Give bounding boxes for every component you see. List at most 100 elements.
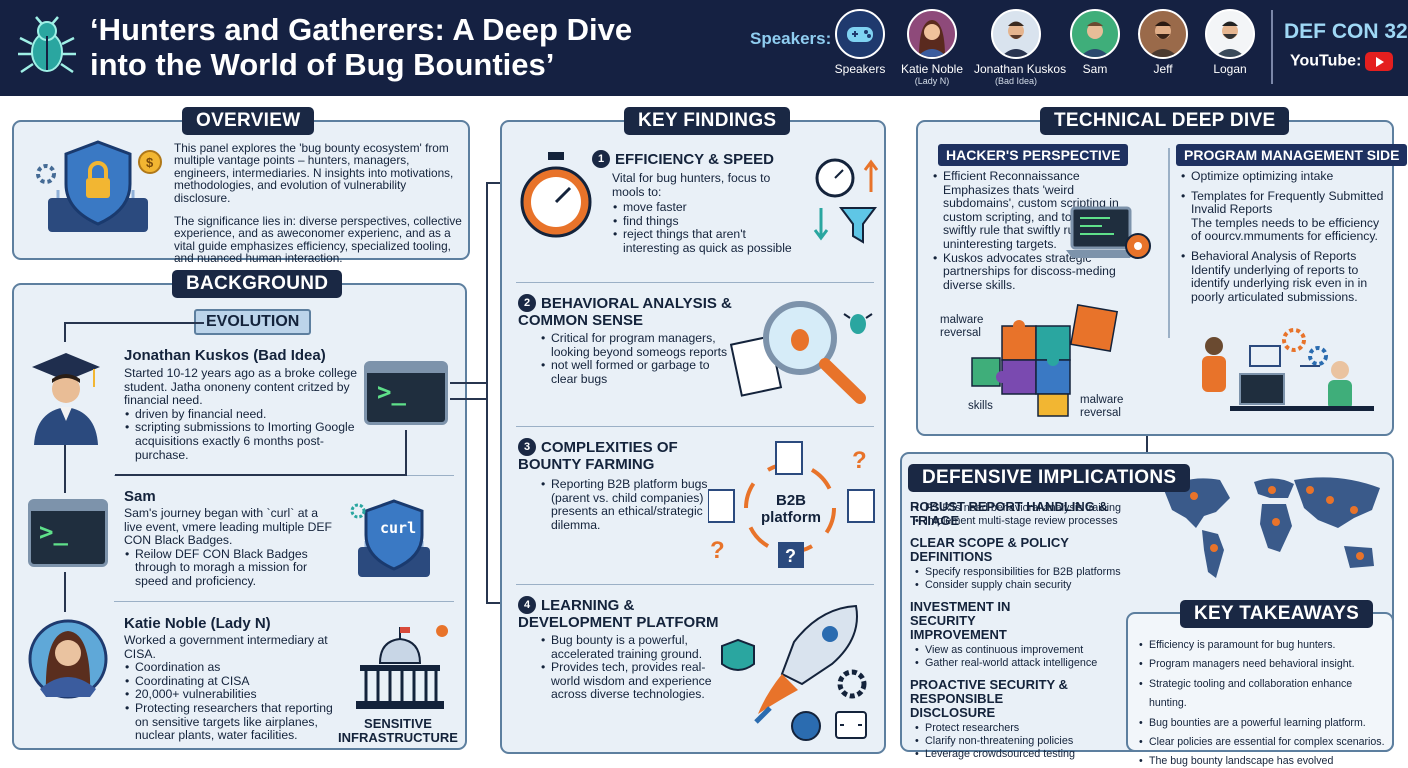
puzzle-label: malware reversal	[940, 314, 984, 339]
team-collaboration-icon	[1190, 326, 1386, 430]
terminal-prompt: >_	[39, 518, 68, 546]
capitol-building-icon	[350, 625, 450, 711]
takeaway-item: Strategic tooling and collaboration enha…	[1138, 675, 1392, 714]
person-name: Jonathan Kuskos (Bad Idea)	[124, 347, 326, 364]
speaker-jeff[interactable]: Jeff	[1121, 9, 1205, 76]
connector	[405, 430, 407, 474]
person-intro: Worked a government intermediary at CISA…	[124, 633, 328, 661]
person-intro: Sam's journey began with `curl` at a liv…	[124, 506, 332, 548]
takeaways-title: KEY TAKEAWAYS	[1180, 600, 1374, 628]
takeaway-item: Clear policies are essential for complex…	[1138, 733, 1392, 753]
background-panel: EVOLUTION Jonathan Kuskos (Bad Idea) Sta…	[12, 283, 467, 750]
person-bio: Worked a government intermediary at CISA…	[124, 633, 342, 743]
pm-item-heading: Optimize optimizing intake	[1191, 169, 1334, 183]
connector	[64, 445, 66, 493]
defensive-bullet: View as continuous improvement	[914, 644, 1142, 657]
overview-panel: $ This panel explores the 'bug bounty ec…	[12, 120, 470, 264]
page-title: ‘Hunters and Gatherers: A Deep Dive into…	[90, 12, 650, 82]
speaker-sam[interactable]: Sam	[1053, 9, 1137, 76]
defensive-bullets: PSIRTs need behavioral analysis training…	[914, 502, 1142, 528]
person-bullet: scripting submissions to Imorting Google…	[124, 421, 364, 462]
title-line-1: ‘Hunters and Gatherers: A Deep Dive	[90, 12, 633, 47]
speaker-alias: (Lady N)	[914, 76, 950, 86]
terminal-prompt: >_	[377, 378, 406, 406]
avatar	[907, 9, 957, 59]
puzzle-icon	[968, 302, 1128, 418]
connector	[64, 572, 66, 612]
avatar	[991, 9, 1041, 59]
event-name: DEF CON 32	[1284, 20, 1408, 43]
divider	[516, 584, 874, 585]
finding-bullet: reject things that aren't interesting as…	[612, 228, 802, 255]
defensive-bullet: Leverage crowdsourced testing	[914, 748, 1142, 761]
person-bullet: 20,000+ vulnerabilities	[124, 688, 342, 702]
speaker-katie[interactable]: Katie Noble (Lady N)	[890, 9, 974, 86]
shield-chip-icon: $	[28, 136, 168, 248]
header-bar: ‘Hunters and Gatherers: A Deep Dive into…	[0, 0, 1408, 96]
speaker-jonathan[interactable]: Jonathan Kuskos (Bad Idea)	[974, 9, 1067, 86]
woman-avatar-icon	[28, 619, 108, 699]
curl-shield-icon: curl	[344, 497, 444, 587]
overview-text: This panel explores the 'bug bounty ecos…	[174, 142, 464, 276]
technical-panel: HACKER'S PERSPECTIVE PROGRAM MANAGEMENT …	[916, 120, 1408, 436]
speaker-alias: (Bad Idea)	[994, 76, 1038, 86]
connector	[486, 182, 488, 602]
b2b-label: B2B platform	[761, 492, 821, 526]
avatar	[1070, 9, 1120, 59]
speaker-name: Speakers	[834, 62, 886, 76]
youtube-link[interactable]: YouTube:	[1290, 52, 1394, 71]
svg-text:?: ?	[785, 546, 796, 566]
finding-bullet: find things	[612, 214, 802, 229]
finding-bullet: Reporting B2B platform bugs (parent vs. …	[540, 477, 708, 532]
person-bio: Sam's journey began with `curl` at a liv…	[124, 506, 338, 589]
divider	[516, 426, 874, 427]
finding-intro: Vital for bug hunters, focus to mools to…	[612, 171, 771, 199]
finding-bullet: move faster	[612, 201, 802, 215]
person-intro: Started 10-12 years ago as a broke colle…	[124, 366, 358, 408]
speaker-name: Jonathan Kuskos	[974, 62, 1067, 76]
speaker-logan[interactable]: Logan	[1188, 9, 1272, 76]
connector	[450, 382, 486, 384]
finding-number: 4	[518, 596, 536, 614]
puzzle-label: malware reversal	[1080, 394, 1124, 419]
laptop-gear-icon	[1066, 204, 1156, 270]
finding-body: Bug bounty is a powerful, accelerated tr…	[540, 633, 712, 702]
defensive-section-title: CLEAR SCOPE & POLICY DEFINITIONS	[910, 535, 1069, 564]
background-title: BACKGROUND	[172, 270, 343, 298]
world-map-icon	[1158, 468, 1388, 588]
rocket-icon	[716, 602, 876, 746]
finding-number: 3	[518, 438, 536, 456]
svg-text:$: $	[146, 155, 154, 170]
finding-body: Critical for program managers, looking b…	[540, 331, 730, 386]
person-bullet: Reilow DEF CON Black Badges through to m…	[124, 547, 338, 589]
finding-number: 1	[592, 150, 610, 168]
takeaway-item: Bug bounties are a powerful learning pla…	[1138, 714, 1392, 734]
connector	[64, 322, 66, 342]
svg-text:?: ?	[710, 537, 725, 564]
pm-item-heading: Templates for Frequently Submitted Inval…	[1191, 188, 1384, 217]
connector	[486, 602, 512, 604]
defensive-bullets: Protect researchers Clarify non-threaten…	[914, 722, 1142, 761]
divider	[114, 601, 454, 602]
speaker-name: Logan	[1213, 62, 1247, 76]
pm-item: Templates for Frequently Submitted Inval…	[1180, 188, 1386, 244]
magnifier-bug-icon	[730, 294, 878, 410]
defensive-panel: ROBUST REPORT HANDLING & TRIAGE PSIRTs n…	[900, 452, 1394, 761]
defensive-sections: ROBUST REPORT HANDLING & TRIAGE PSIRTs n…	[910, 500, 1142, 762]
speaker-generic[interactable]: Speakers	[818, 9, 902, 76]
defensive-bullet: Implement multi-stage review processes	[914, 515, 1142, 528]
title-line-2: into the World of Bug Bounties’	[90, 47, 555, 82]
connector	[1146, 436, 1148, 454]
connector	[64, 322, 204, 324]
infra-label: SENSITIVE INFRASTRUCTURE	[338, 716, 458, 745]
defensive-bullet: Specify responsibilities for B2B platfor…	[914, 566, 1142, 579]
terminal-icon: >_	[364, 361, 448, 425]
defensive-bullet: Protect researchers	[914, 722, 1142, 735]
puzzle-label: skills	[968, 400, 993, 412]
hacker-perspective-tag: HACKER'S PERSPECTIVE	[938, 144, 1129, 166]
